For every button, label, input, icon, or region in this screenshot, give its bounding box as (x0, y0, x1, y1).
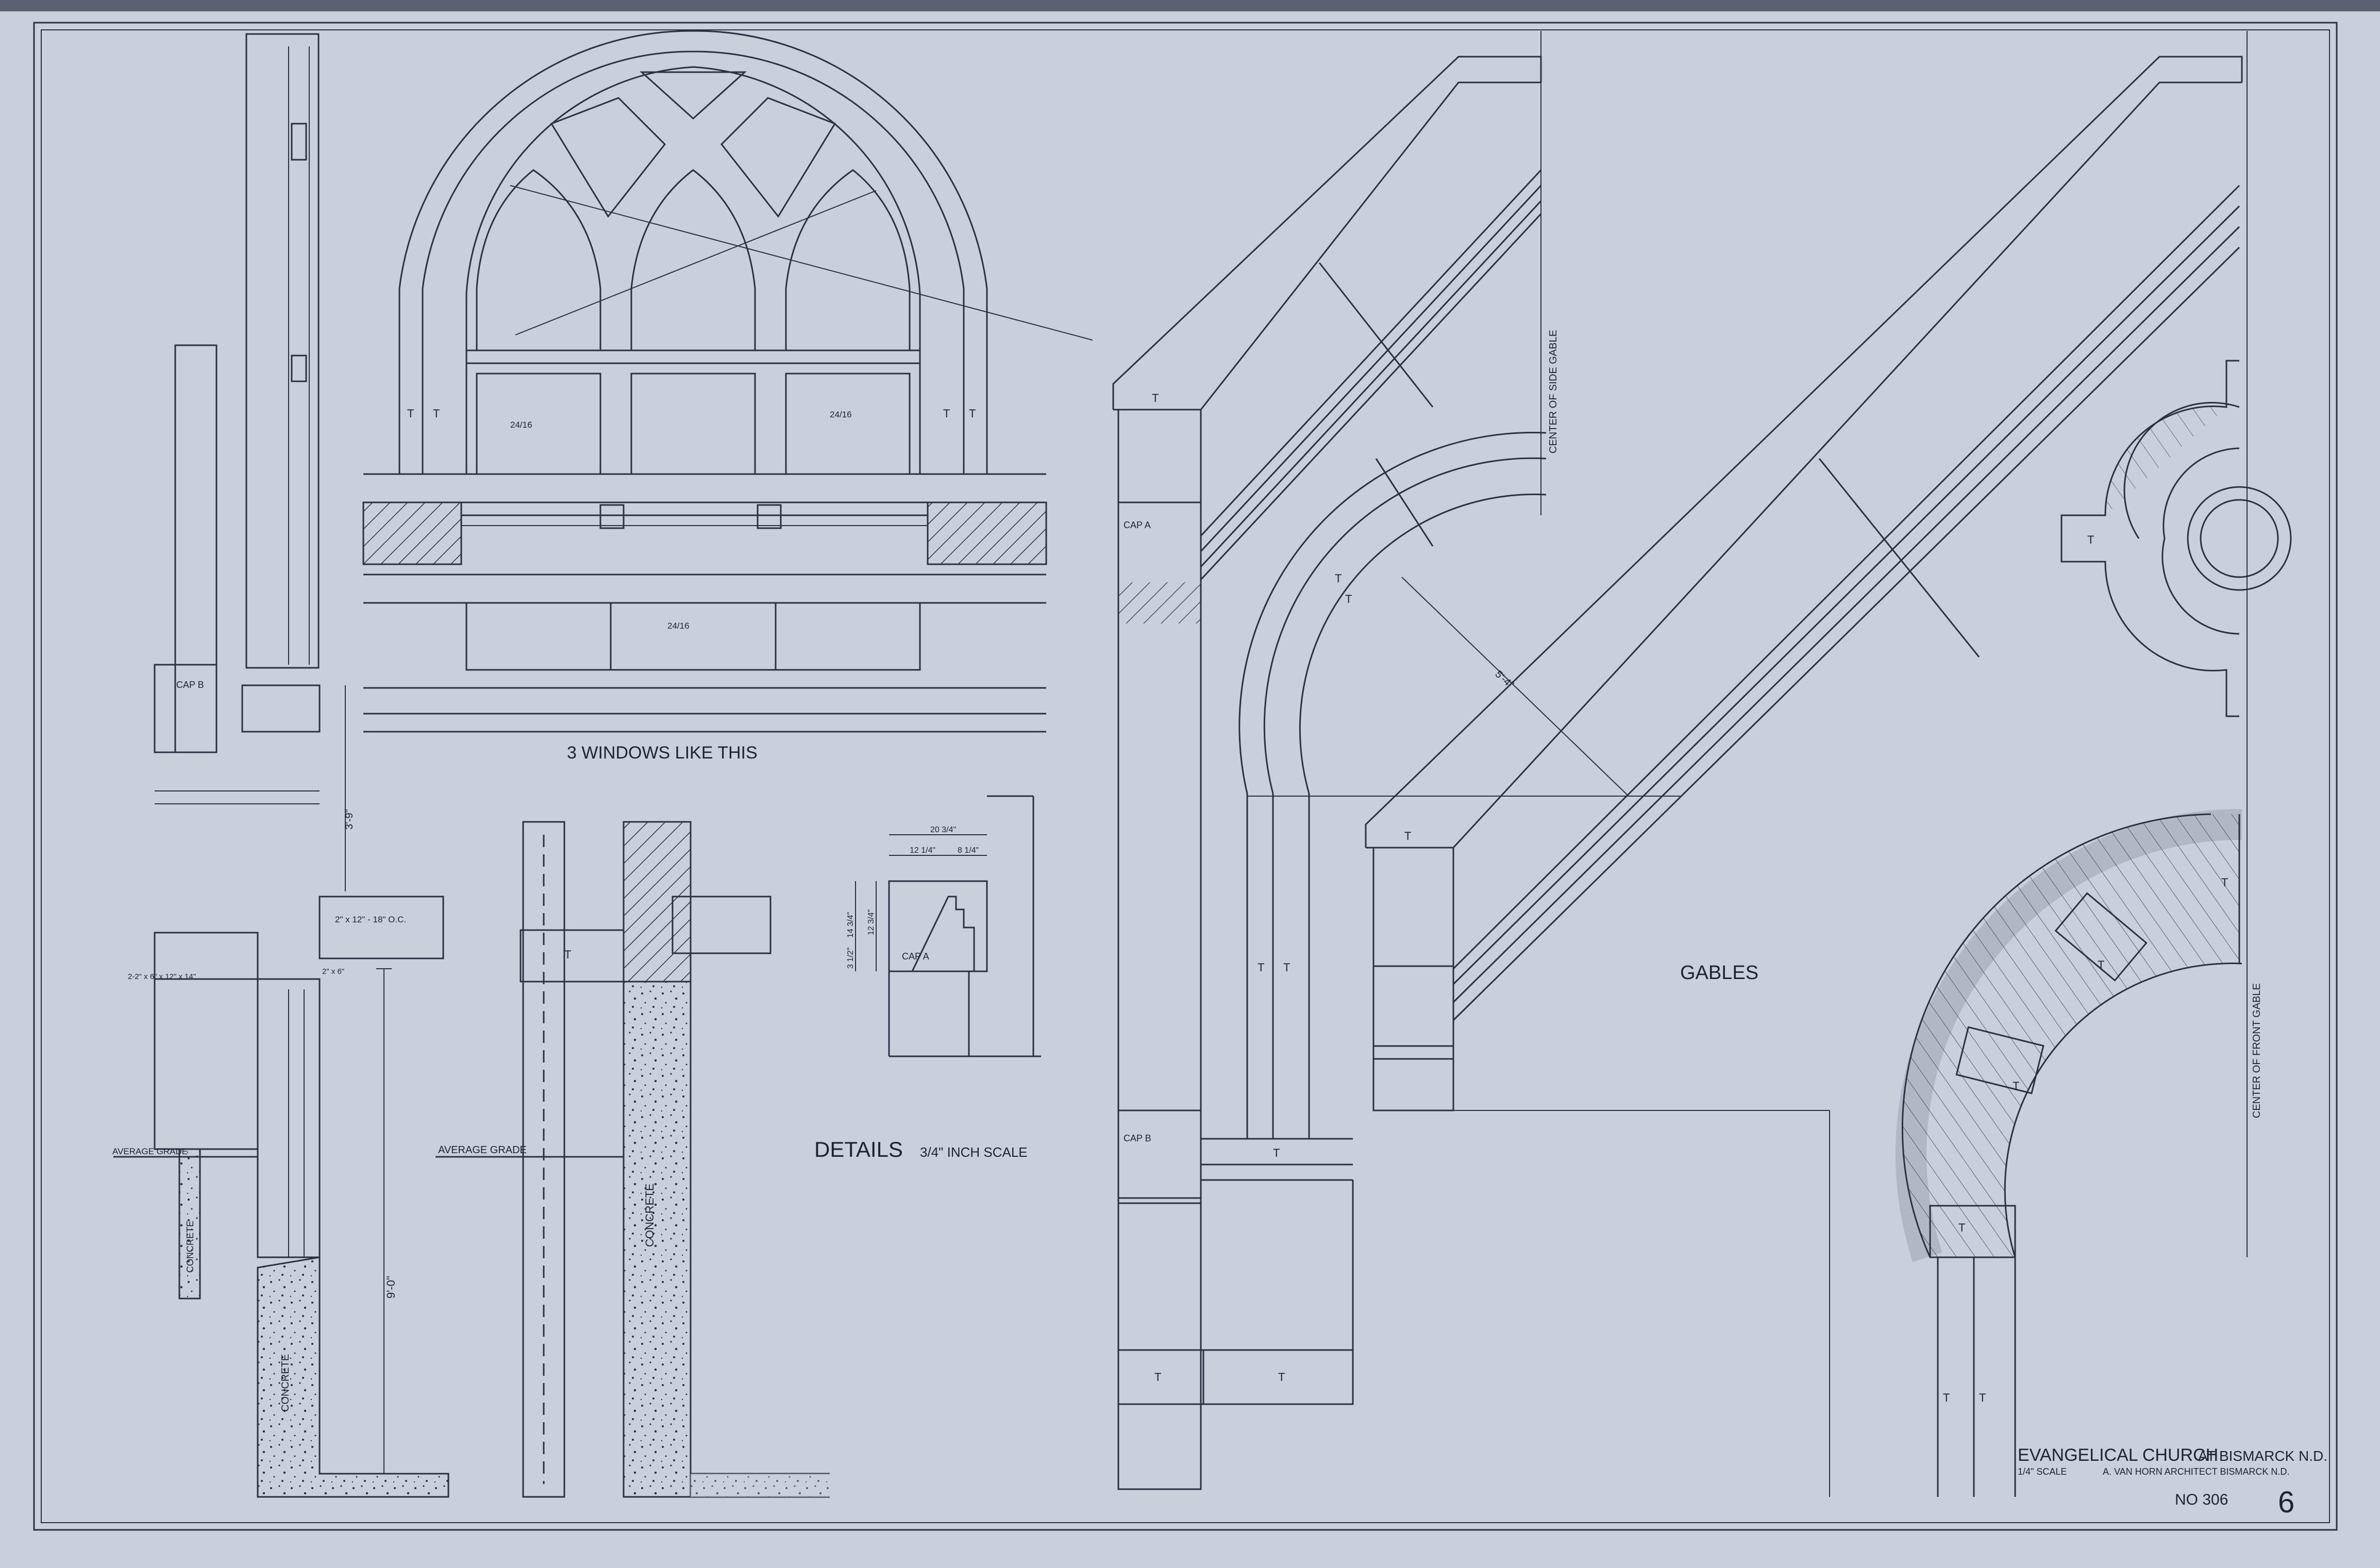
front-gable-t-1: T (1404, 830, 1411, 842)
concrete-label-center: CONCRETE (643, 1184, 656, 1247)
front-gable-arch: T T T T T T CENTER OF FRONT GABLE (1895, 31, 2262, 1497)
side-gable-t-8: T (1345, 593, 1352, 605)
arch-t-2: T (2098, 958, 2104, 971)
side-gable-t-3: T (1258, 961, 1264, 974)
dim-3-9: 3'-9" (344, 809, 355, 830)
window-t-4: T (969, 407, 976, 420)
dim-3-1-2: 3 1/2" (846, 948, 855, 969)
arch-t-3: T (2013, 1080, 2019, 1092)
dim-9-0: 9'-0" (384, 1276, 397, 1299)
average-grade-left: AVERAGE GRADE (112, 1147, 188, 1156)
center-front-gable-label: CENTER OF FRONT GABLE (2251, 983, 2262, 1118)
drawing-number: NO 306 (2175, 1491, 2228, 1508)
side-gable-t-4: T (1283, 961, 1290, 974)
window-plan-section: 24/16 3 WINDOWS LIKE THIS (362, 501, 1047, 763)
window-t-2: T (433, 407, 440, 420)
inner-border (41, 29, 2330, 1523)
concrete-label-small: CONCRETE (185, 1221, 195, 1273)
architect-name: A. VAN HORN ARCHITECT BISMARCK N.D. (2103, 1466, 2289, 1477)
center-t: T (564, 948, 571, 961)
dim-20-3-4: 20 3/4" (930, 825, 956, 834)
top-dark-strip (0, 0, 2380, 11)
project-location: AT BISMARCK N.D. (2198, 1448, 2327, 1464)
dim-12-1-4: 12 1/4" (910, 846, 935, 855)
average-grade-center: AVERAGE GRADE (438, 1144, 527, 1156)
side-gable-t-1: T (1152, 392, 1159, 404)
side-gable-t-2: T (1273, 1147, 1280, 1159)
dim-12-3-4: 12 3/4" (867, 909, 876, 935)
dim-joists: 2" x 12" - 18" O.C. (335, 915, 406, 924)
glass-size-3: 24/16 (667, 621, 690, 631)
dim-plate: 2-2" x 6" x 12" x 14" (128, 972, 196, 981)
title-scale: 1/4" SCALE (2018, 1466, 2067, 1477)
dim-14-3-4: 14 3/4" (846, 912, 855, 938)
glass-size-2: 24/16 (830, 410, 852, 419)
wall-section-center: T AVERAGE GRADE CONCRETE (435, 821, 830, 1498)
trefoil-detail: T (2060, 360, 2292, 717)
details-title: DETAILS (814, 1137, 903, 1161)
trefoil-t: T (2087, 533, 2094, 546)
gables-label: GABLES (1680, 962, 1758, 984)
cap-a-detail: 20 3/4" 12 1/4" 8 1/4" 14 3/4" 12 3/4" 3… (846, 795, 1041, 1057)
arch-t-5: T (1943, 1391, 1950, 1404)
sheet-number: 6 (2278, 1486, 2294, 1519)
cap-a-label-detail: CAP A (902, 951, 929, 962)
dim-8-1-4: 8 1/4" (958, 846, 979, 855)
arch-t-4: T (1958, 1221, 1965, 1234)
details-scale: 3/4" INCH SCALE (920, 1144, 1028, 1160)
wall-section-left: CAP B 3'-9" 9'-0" 2" x 12" - 18" O.C. 2-… (112, 33, 449, 1498)
cap-b-label-gable: CAP B (1124, 1133, 1151, 1143)
outer-border (33, 22, 2338, 1531)
dim-2x6: 2" x 6" (322, 967, 344, 976)
arch-t-6: T (1979, 1391, 1986, 1404)
front-gable: T GABLES (1365, 56, 2243, 1497)
cap-b-label-left: CAP B (176, 680, 204, 690)
project-title: EVANGELICAL CHURCH (2018, 1445, 2218, 1465)
side-gable-t-7: T (1335, 572, 1342, 585)
side-gable-t-6: T (1278, 1371, 1285, 1384)
window-t-1: T (407, 407, 414, 420)
glass-size-1: 24/16 (510, 420, 532, 430)
concrete-label-foot: CONCRETE (280, 1354, 291, 1412)
arch-t-1: T (2221, 876, 2228, 889)
window-t-3: T (943, 407, 950, 420)
windows-caption: 3 WINDOWS LIKE THIS (567, 743, 758, 763)
title-block: EVANGELICAL CHURCH AT BISMARCK N.D. 1/4"… (2018, 1445, 2327, 1519)
cap-a-label-gable: CAP A (1124, 520, 1151, 530)
side-gable: T CAP A CAP B T T T T T T T 5'-4" CENTER… (1112, 31, 1680, 1490)
side-gable-t-5: T (1154, 1371, 1161, 1384)
center-side-gable-label: CENTER OF SIDE GABLE (1548, 330, 1559, 453)
